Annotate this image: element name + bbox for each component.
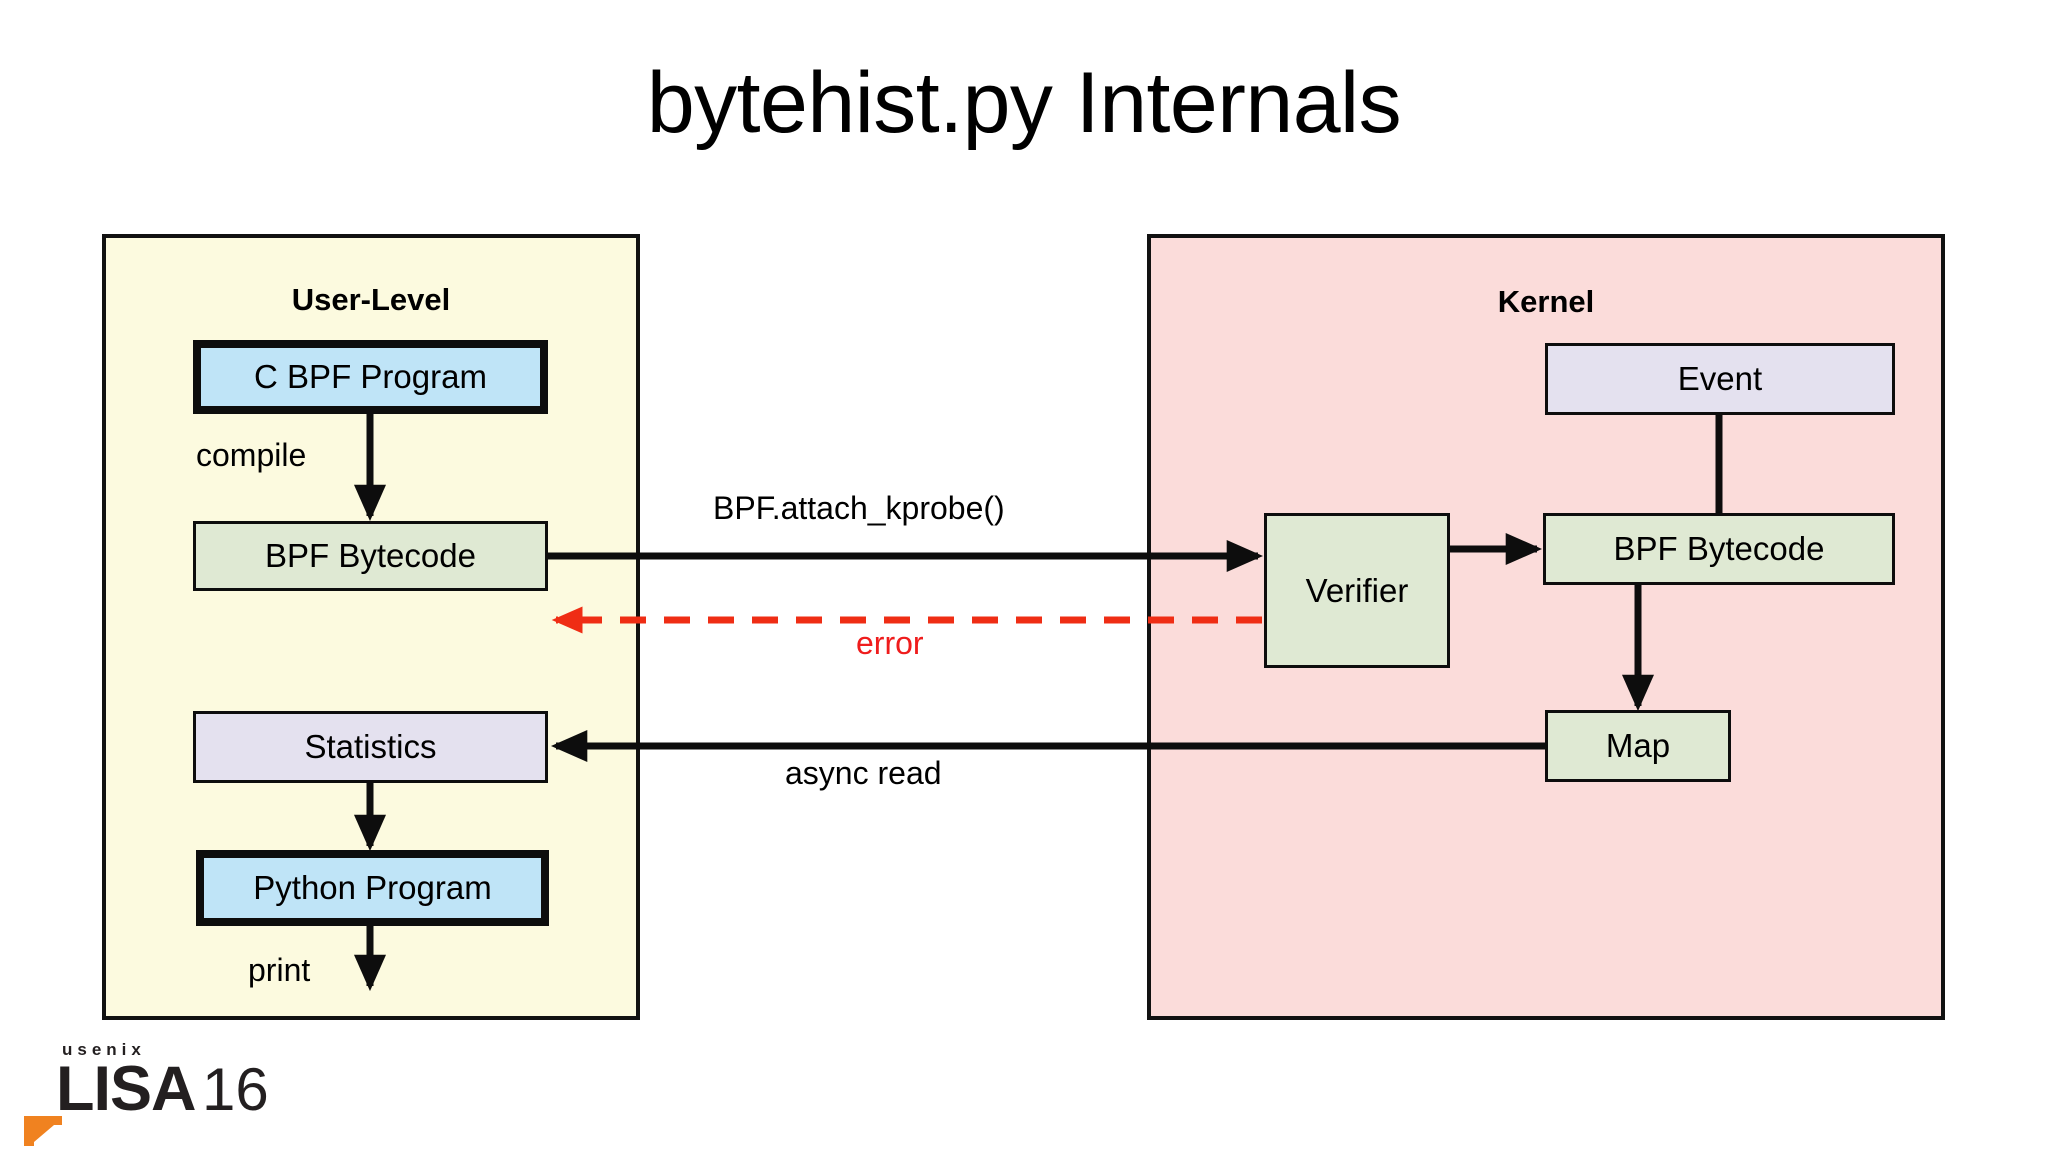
node-map-label: Map: [1605, 727, 1671, 764]
node-bpf-bytecode-user-label: BPF Bytecode: [265, 537, 476, 574]
node-c-bpf-program-label: C BPF Program: [254, 358, 487, 395]
node-python-program-label: Python Program: [253, 869, 492, 906]
edge-label-async-read: async read: [785, 755, 942, 791]
edge-label-compile: compile: [196, 437, 307, 473]
logo-lisa-text: LISA: [56, 1054, 197, 1124]
panel-user-level-title: User-Level: [291, 282, 451, 317]
page-title: bytehist.py Internals: [646, 55, 1402, 151]
logo-corner-bracket-icon: [24, 1116, 62, 1146]
node-map[interactable]: Map: [1545, 710, 1731, 782]
panel-kernel-title: Kernel: [1497, 284, 1595, 319]
node-event[interactable]: Event: [1545, 343, 1895, 415]
logo-usenix-text: usenix: [62, 1040, 146, 1059]
node-statistics-label: Statistics: [304, 728, 437, 765]
node-bpf-bytecode-kernel[interactable]: BPF Bytecode: [1543, 513, 1895, 585]
node-verifier-label: Verifier: [1305, 571, 1409, 609]
node-bpf-bytecode-kernel-label: BPF Bytecode: [1613, 530, 1825, 567]
edge-label-error: error: [856, 625, 924, 661]
node-python-program[interactable]: Python Program: [196, 850, 549, 926]
logo-year-text: 16: [202, 1056, 269, 1123]
node-event-label: Event: [1677, 360, 1763, 397]
edge-label-print: print: [248, 952, 311, 988]
node-bpf-bytecode-user[interactable]: BPF Bytecode: [193, 521, 548, 591]
node-c-bpf-program[interactable]: C BPF Program: [193, 340, 548, 414]
node-verifier[interactable]: Verifier: [1264, 513, 1450, 668]
edge-label-attach-kprobe: BPF.attach_kprobe(): [713, 490, 1005, 526]
node-statistics[interactable]: Statistics: [193, 711, 548, 783]
usenix-lisa16-logo: usenix LISA 16: [22, 1040, 272, 1146]
